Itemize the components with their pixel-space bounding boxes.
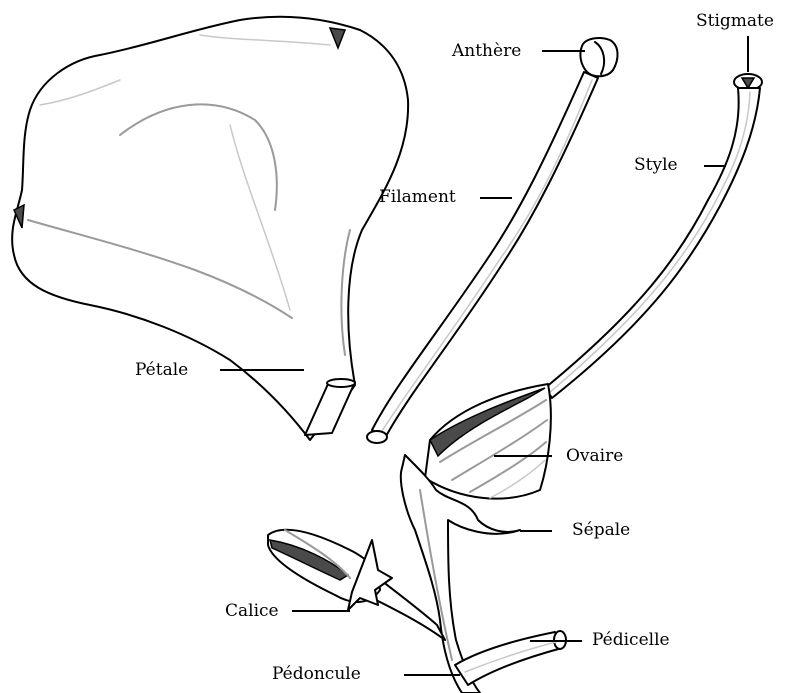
label-calice: Calice: [225, 603, 279, 620]
label-filament: Filament: [379, 189, 456, 206]
label-petale: Pétale: [135, 362, 188, 379]
pedicel: [455, 631, 566, 685]
label-anthere: Anthère: [452, 43, 521, 60]
label-pedoncule: Pédoncule: [272, 666, 361, 683]
label-style: Style: [634, 157, 678, 174]
label-stigmate: Stigmate: [696, 13, 774, 30]
petal: [12, 17, 408, 440]
label-pedicelle: Pédicelle: [592, 632, 670, 649]
ovary: [425, 384, 551, 499]
label-ovaire: Ovaire: [566, 448, 623, 465]
calyx: [268, 530, 392, 610]
label-sepale: Sépale: [572, 522, 630, 539]
anther: [580, 38, 617, 76]
